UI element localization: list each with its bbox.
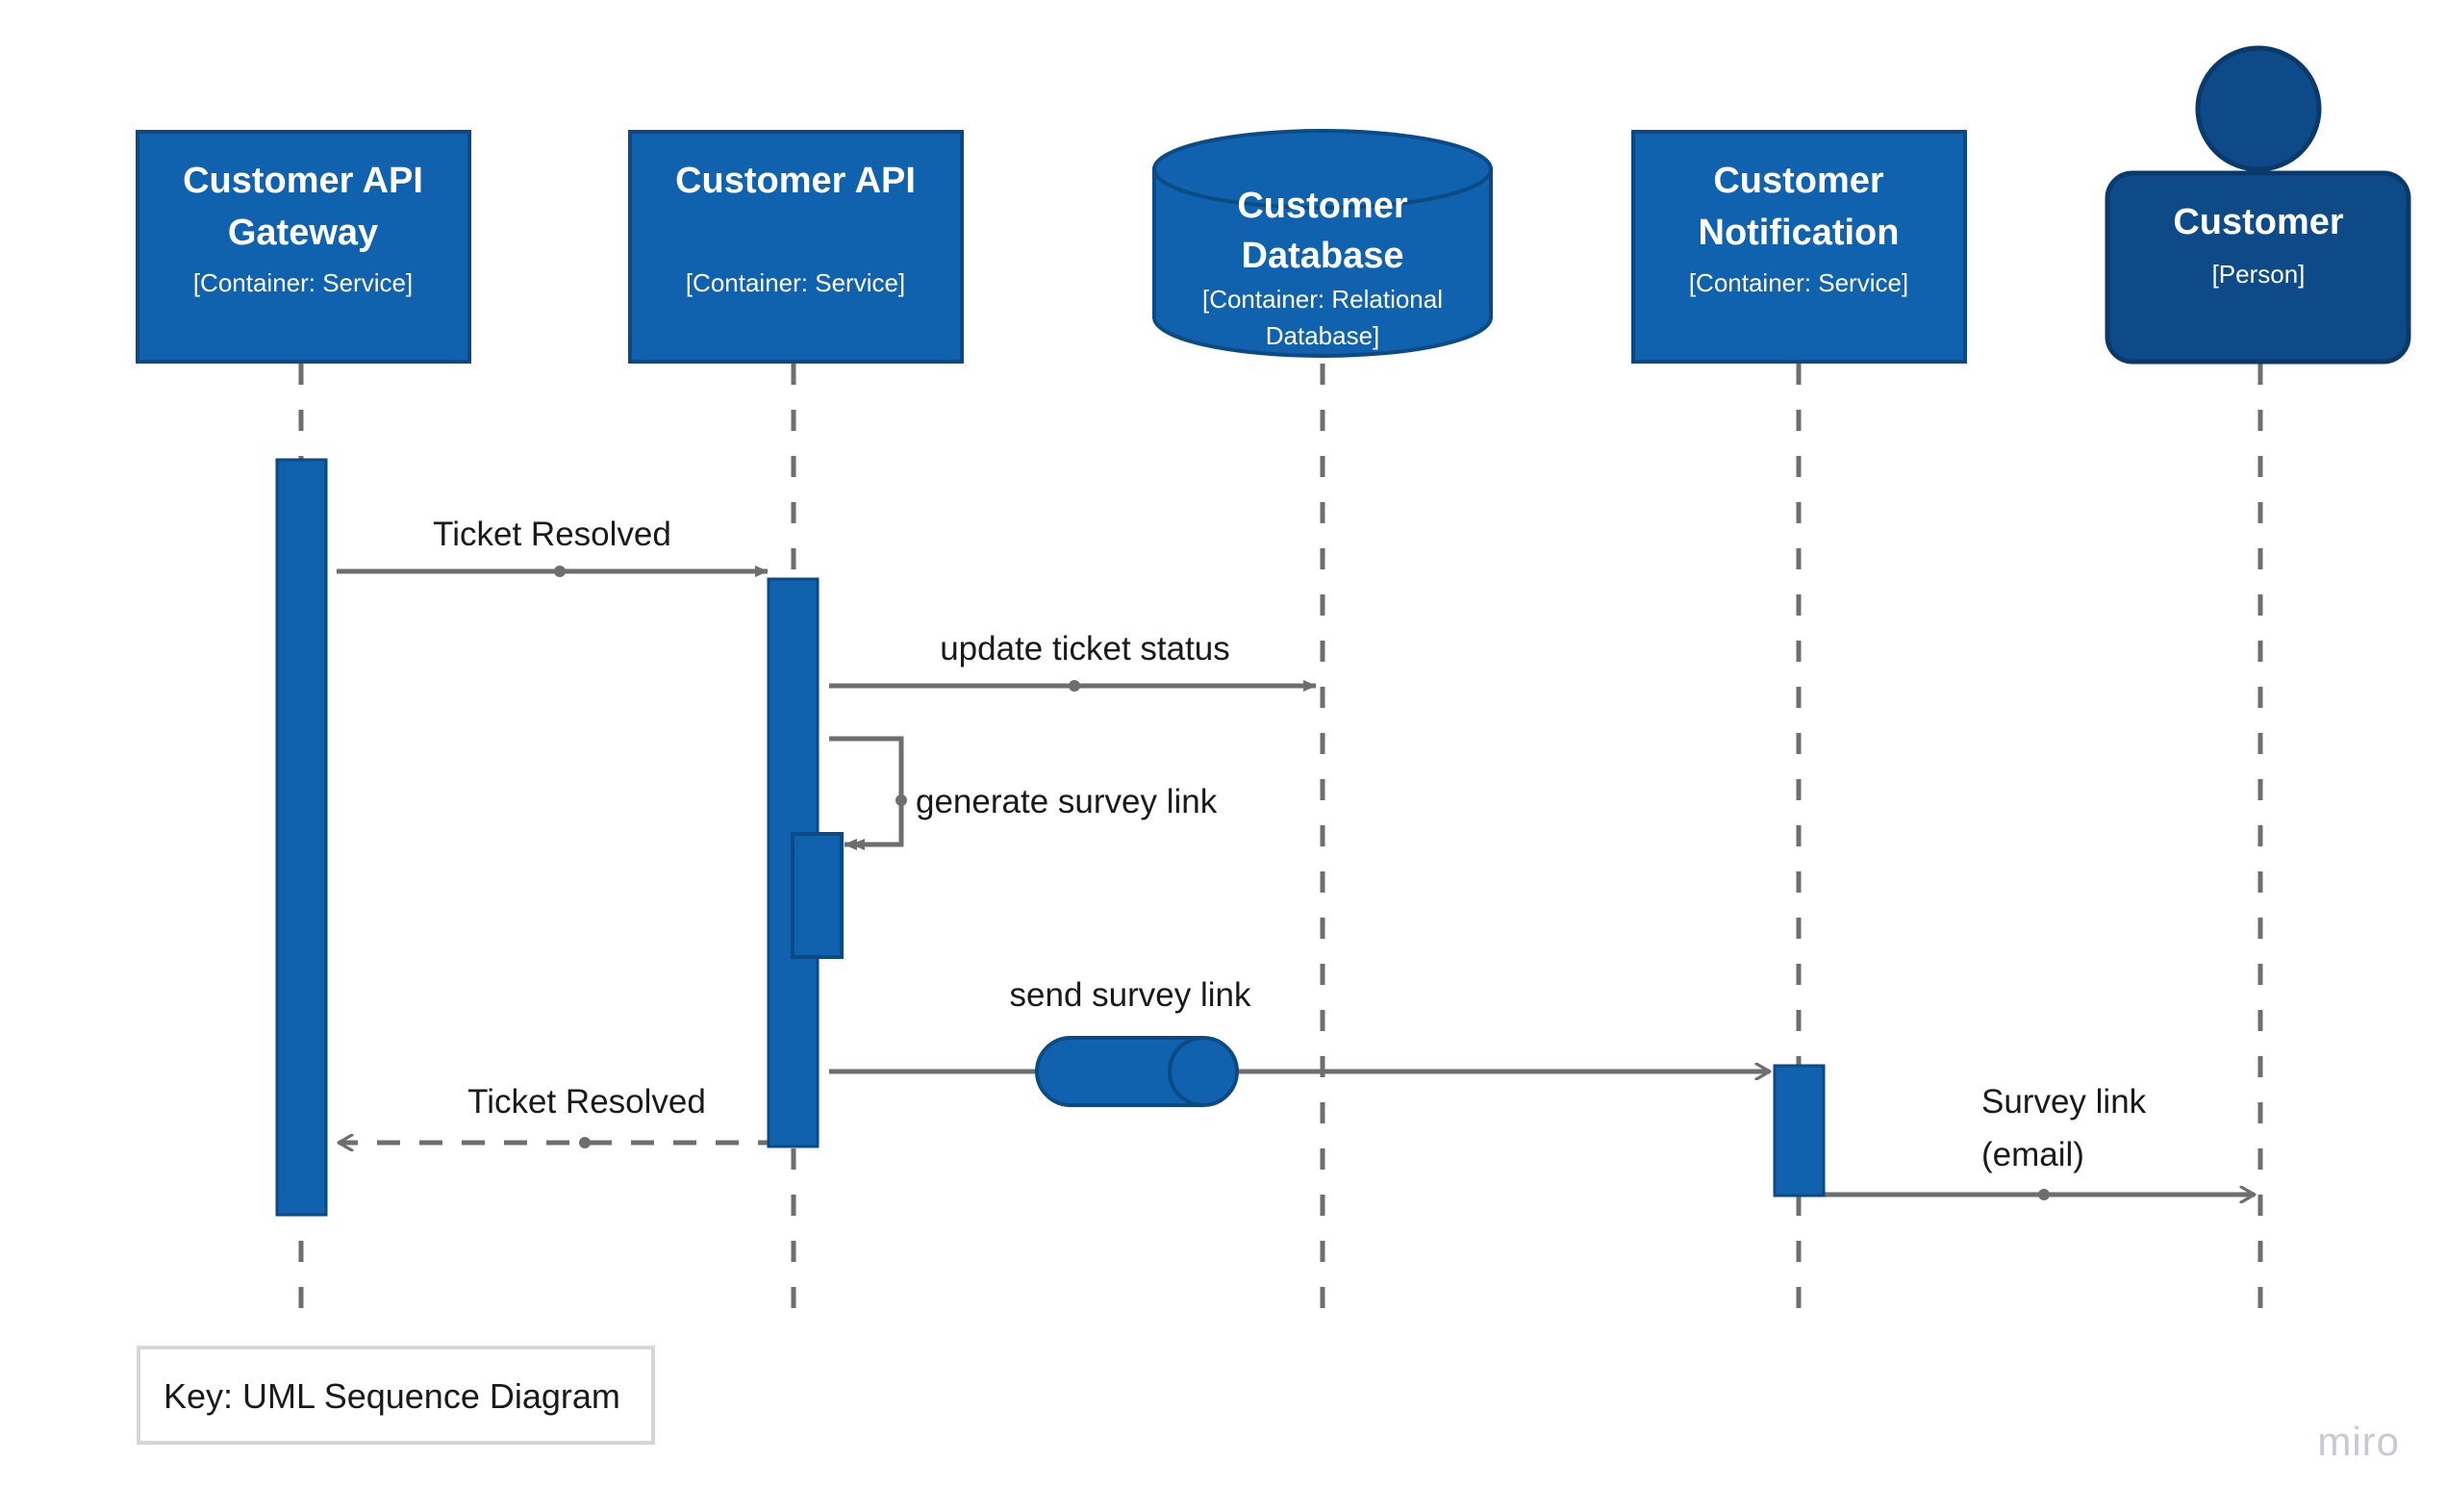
person-head-icon	[2195, 45, 2322, 172]
message-label-m4: send survey link	[1010, 976, 1251, 1014]
participant-title-line1: Customer	[2173, 202, 2344, 242]
key-label: Key: UML Sequence Diagram	[164, 1376, 620, 1416]
activation-customer-api-nested[interactable]	[791, 832, 844, 959]
message-midpoint-dot	[1069, 680, 1080, 692]
message-label-m2: update ticket status	[940, 630, 1230, 668]
participant-stereotype-line2: Database]	[1266, 321, 1380, 350]
message-label-m6-line1: Survey link	[1981, 1083, 2147, 1121]
cylinder-top	[1152, 129, 1493, 210]
message-label-m3: generate survey link	[916, 783, 1218, 820]
participant-stereotype: [Container: Service]	[1689, 268, 1908, 297]
cylinder-body	[1152, 167, 1493, 358]
message-self-loop-line	[829, 736, 904, 850]
message-survey-link-email[interactable]: Survey link (email)	[1820, 1083, 2255, 1200]
message-ticket-resolved-return[interactable]: Ticket Resolved	[339, 1083, 781, 1148]
message-label-m6-line2: (email)	[1981, 1136, 2084, 1173]
message-midpoint-dot	[2038, 1189, 2050, 1200]
participant-stereotype-line1: [Container: Relational	[1202, 285, 1443, 314]
participant-title-line2: Database	[1242, 236, 1404, 276]
key-legend: Key: UML Sequence Diagram	[137, 1346, 655, 1445]
participant-stereotype: [Container: Service]	[193, 268, 413, 297]
participant-title-line1: Customer	[1237, 186, 1408, 226]
participant-stereotype: [Container: Service]	[686, 268, 905, 297]
message-send-survey-link[interactable]: send survey link	[829, 976, 1770, 1107]
participant-stereotype: [Person]	[2212, 260, 2306, 289]
message-midpoint-dot	[895, 794, 907, 806]
message-midpoint-dot	[554, 566, 566, 577]
message-generate-survey-link[interactable]: generate survey link	[829, 736, 1218, 850]
participant-box	[136, 130, 471, 364]
queue-cylinder-icon	[1035, 1036, 1239, 1107]
key-box	[137, 1346, 655, 1445]
participant-customer-database[interactable]: Customer Database [Container: Relational…	[1152, 129, 1493, 358]
participant-title-line1: Customer	[1713, 161, 1884, 201]
participant-customer[interactable]: Customer [Person]	[2105, 45, 2411, 365]
participant-customer-notification[interactable]: Customer Notification [Container: Servic…	[1631, 130, 1967, 364]
participant-api-gateway[interactable]: Customer API Gateway [Container: Service…	[136, 130, 471, 364]
message-label-m1: Ticket Resolved	[433, 516, 671, 553]
person-body-box	[2105, 170, 2411, 365]
message-ticket-resolved-request[interactable]: Ticket Resolved	[337, 516, 769, 577]
message-label-m5: Ticket Resolved	[467, 1083, 706, 1121]
message-midpoint-dot	[579, 1137, 591, 1148]
miro-watermark: miro	[2317, 1419, 2400, 1464]
activation-customer-notification[interactable]	[1773, 1064, 1826, 1197]
participant-title-line1: Customer API	[675, 161, 916, 201]
lifelines	[298, 364, 2263, 1316]
participant-title-line2: Gateway	[228, 213, 378, 253]
participant-title-line1: Customer API	[183, 161, 423, 201]
participant-title-line2: Notification	[1699, 213, 1900, 253]
participant-customer-api[interactable]: Customer API [Container: Service]	[628, 130, 964, 364]
message-update-ticket-status[interactable]: update ticket status	[829, 630, 1317, 692]
activation-api-gateway[interactable]	[275, 458, 328, 1217]
participant-box	[1631, 130, 1967, 364]
participant-box	[628, 130, 964, 364]
activation-bars	[275, 458, 1826, 1217]
